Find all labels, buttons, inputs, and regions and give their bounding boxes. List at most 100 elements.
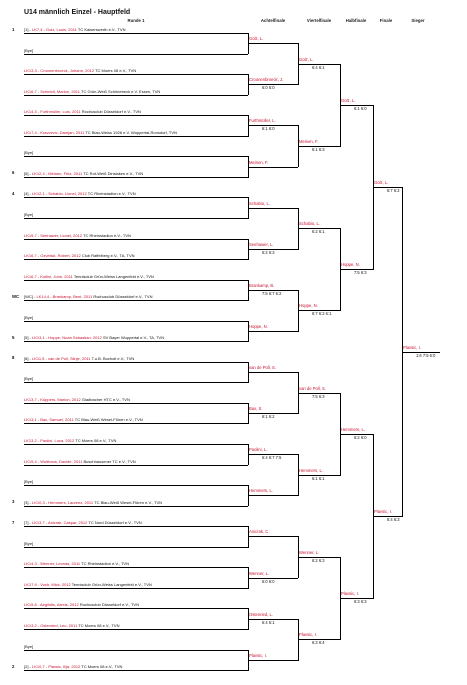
- match-score: 6:7 6:2 6:1: [312, 311, 332, 317]
- match-winner: Golz, L.: [299, 56, 314, 62]
- match-score: 6:4 6:1: [262, 619, 275, 625]
- bracket-line: [248, 618, 298, 620]
- match-winner: Ostenried, L.: [249, 611, 273, 617]
- seed-number: 2: [12, 663, 15, 669]
- seed-position: [3] -: [24, 499, 33, 505]
- seed-number: 7: [12, 519, 15, 525]
- round1-entry: [Bye]: [24, 541, 33, 546]
- match-winner: Hemmers, L.: [249, 488, 273, 494]
- bracket-line: [248, 577, 298, 579]
- player-club: TC Rot-Weiß Dinslaken e.V., TVN: [82, 170, 144, 176]
- match-score: 6:4 6:7 7:5: [262, 455, 282, 461]
- match-score: 6:2 6:1: [312, 229, 325, 235]
- round-header-5: Sieger: [411, 18, 425, 23]
- bracket-line: [340, 104, 373, 106]
- player-name: LK10,7 - Plavsic, Ilija, 2012: [32, 664, 81, 670]
- bracket-line: [248, 43, 298, 45]
- match-score: 6:4 6:1: [312, 64, 325, 70]
- match-winner: Meinen, F.: [299, 139, 319, 145]
- bracket-line: [24, 587, 248, 589]
- bracket-line: [298, 228, 340, 230]
- match-winner: Wenner, L.: [299, 550, 320, 556]
- round1-entry: LK14,3 - Furthmüller, Luis, 2011 Rochusc…: [24, 110, 141, 114]
- player-name: LK11,5 - van de Poll, Slinje, 2011: [32, 355, 91, 361]
- round1-entry: LK13,2 - Ostenried, Leo, 2011 TC Moers 0…: [24, 623, 119, 628]
- bracket-line: [373, 515, 402, 517]
- bracket-line: [298, 639, 340, 641]
- round1-entry: LK13,1 - Bax, Samuel, 2011 TC Blau-Weiß …: [24, 418, 143, 422]
- round1-entry: LK16,7 - Ozvelski, Robert, 2012 Club Raf…: [24, 254, 135, 258]
- bracket-line: [24, 217, 248, 219]
- bracket-line: [24, 485, 248, 486]
- bracket-line: [24, 670, 248, 671]
- player-name: LK15,7 - Seehawer, Lionel, 2012: [24, 232, 83, 238]
- seed-position: [1] -: [24, 27, 33, 32]
- player-club: TC Rheinstadion e.V., TVN: [80, 561, 129, 567]
- player-club: Rochusclub Düsseldorf e.V., TVN: [92, 294, 153, 300]
- match-winner: Plavsic, I.: [249, 652, 267, 658]
- match-winner: Seehawer, L.: [249, 241, 274, 247]
- match-score: 6:7 6:2: [387, 188, 400, 194]
- player-name: LK13,1 - Bax, Samuel, 2011: [24, 417, 74, 423]
- player-club: Tennisclub Grün-Weiss Langenfeld e.V., T…: [70, 581, 152, 587]
- bracket-line: [298, 310, 340, 312]
- bracket-line: [24, 238, 248, 240]
- match-winner: Paolini, L.: [249, 447, 268, 453]
- round1-entry: LK17,4 - Kravcevic, Damjan, 2011 TC Blau…: [24, 129, 177, 135]
- round1-entry: [8] - LK11,5 - van de Poll, Slinje, 2011…: [24, 355, 134, 361]
- bracket-line: [24, 382, 248, 384]
- bracket-line: [298, 474, 340, 476]
- player-name: LK13,3 - Croonenbroeck, Johann, 2012: [24, 68, 95, 74]
- bracket-line: [340, 433, 373, 435]
- bracket-line: [340, 598, 373, 599]
- player-club: TC Moers 08 e.V., TVN: [74, 438, 117, 443]
- round1-entry: [Bye]: [24, 212, 33, 217]
- player-name: LK12,4 - Meinen, Fritz, 2011: [32, 170, 83, 176]
- round1-entry: [6] - LK12,4 - Meinen, Fritz, 2011 TC Ro…: [24, 170, 144, 176]
- bracket-line: [298, 146, 340, 147]
- match-winner: Bax, S.: [249, 406, 263, 412]
- round1-entry: [Bye]: [24, 151, 33, 155]
- player-name: LK13,7 - Küppers, Marlon, 2012: [24, 396, 81, 402]
- match-score: 6:2 6:3: [262, 249, 275, 255]
- player-club: TC Moers 08 e.V., TVN: [94, 68, 137, 74]
- match-score: 6:1 6:2: [262, 414, 275, 420]
- bracket-line: [248, 454, 298, 456]
- bracket-line: [248, 125, 298, 127]
- player-name: LK17,4 - Kravcevic, Damjan, 2011: [24, 129, 85, 135]
- match-winner: Brankamp, B.: [249, 282, 275, 288]
- match-winner: Meinen, F.: [249, 159, 269, 165]
- match-winner: van de Poll, S.: [249, 365, 277, 371]
- bracket-line: [248, 248, 298, 250]
- page-title: U14 männlich Einzel - Hauptfeld: [24, 9, 131, 16]
- match-winner: Croonenbroeck, J.: [249, 77, 284, 83]
- round1-entry: LK15,7 - Seehawer, Lionel, 2012 TC Rhein…: [24, 232, 131, 238]
- bracket-line: [24, 115, 248, 116]
- player-name: LK13,2 - Paolini, Luca, 2012: [24, 438, 75, 443]
- bracket-line: [24, 300, 248, 301]
- bracket-line: [24, 444, 248, 445]
- match-score: 6:3 6:3: [354, 599, 367, 605]
- bracket-line: [24, 74, 248, 75]
- player-club: SV Bayer Wuppertal e.V., TA, TVN: [101, 335, 165, 341]
- player-name: LK15,6 - Aegilidis, Alexis, 2012: [24, 602, 79, 608]
- seed-number: 3: [12, 499, 15, 505]
- player-name: LK13,1 - Hoppe, Noah Sebastian, 2012: [32, 335, 102, 341]
- round1-entry: [3] - LK10,3 - Hemmers, Laurenz, 2011 TC…: [24, 499, 162, 505]
- player-club: TC Kaiserswerth e.V., TVN: [76, 27, 126, 32]
- match-winner: Plavsic, I.: [299, 632, 317, 638]
- match-score: 7:5 6:3: [354, 270, 367, 276]
- seed-number: 6: [12, 170, 15, 176]
- match-score: 6:2 6:3: [312, 558, 325, 564]
- player-name: LK15,4 - Wolthaus, Davide, 2011: [24, 458, 83, 464]
- bracket-line: [24, 197, 248, 199]
- player-club: Gladbacher HTC e.V., TVN: [80, 396, 130, 402]
- bracket-line: [24, 176, 248, 178]
- bracket-line: [24, 279, 248, 281]
- round1-entry: LK16,7 - Kotlini, John, 2011 Tennisclub …: [24, 274, 154, 279]
- seed-position: [2] -: [24, 664, 33, 670]
- bracket-line: [24, 94, 248, 96]
- match-score: 6:0 6:0: [262, 578, 275, 584]
- bye-label: [Bye]: [24, 47, 34, 53]
